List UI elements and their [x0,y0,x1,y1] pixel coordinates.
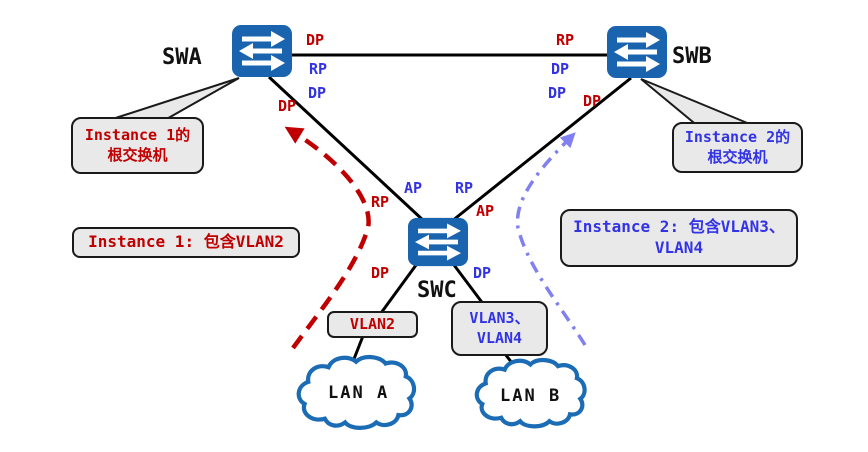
swb-label: SWB [672,44,712,69]
link-swc-vlan2 [379,260,421,314]
port-swc-right-ap-instance1: AP [476,202,495,220]
port-swc-left-rp-instance1: RP [371,193,390,211]
callout-instance2-root: Instance 2的 根交换机 [672,122,803,173]
port-swb-diag-dp-instance1: DP [583,92,602,110]
instance2-text-line1: Instance 2: 包含VLAN3、 [573,217,785,237]
swc-switch-icon [407,217,469,271]
port-swb-diag-dp-instance2: DP [548,84,567,102]
swb-switch-icon [606,25,668,83]
callout-instance1-root: Instance 1的 根交换机 [71,117,204,174]
instance2-membership-box: Instance 2: 包含VLAN3、 VLAN4 [560,209,798,267]
port-swa-diag-dp-instance1: DP [278,97,297,115]
swa-switch-icon [231,24,293,82]
link-swc-vlan34 [449,260,486,306]
swa-label: SWA [162,45,202,70]
port-swa-top-rp-instance2: RP [309,60,328,78]
port-swc-down-dp-instance2: DP [473,264,492,282]
callout-line: 根交换机 [107,145,168,164]
callout-line: Instance 2的 [684,128,791,146]
lan-a-label: LAN A [328,383,390,403]
port-swc-right-rp-instance2: RP [455,179,474,197]
instance1-path-arrow [284,126,371,350]
instance1-membership-box: Instance 1: 包含VLAN2 [72,227,300,258]
port-swb-top-rp-instance1: RP [556,31,575,49]
callout-tail-right [640,78,758,128]
port-swa-top-dp-instance1: DP [306,31,325,49]
vlan2-box: VLAN2 [327,311,418,338]
port-swa-diag-dp-instance2: DP [308,84,327,102]
instance1-text: Instance 1: 包含VLAN2 [88,232,284,252]
instance2-text-line2: VLAN4 [654,238,704,257]
link-swa-swc [267,75,426,223]
vlan2-text: VLAN2 [349,314,396,333]
vlan34-text-line1: VLAN3、 [469,309,530,327]
lan-b-label: LAN B [500,386,562,406]
callout-line: Instance 1的 [84,126,191,144]
port-swc-left-ap-instance2: AP [404,179,423,197]
port-swb-top-dp-instance2: DP [551,60,570,78]
swc-label: SWC [417,278,457,303]
port-swc-down-dp-instance1: DP [371,264,390,282]
callout-line: 根交换机 [707,147,768,166]
instance2-path-arrow [515,132,587,346]
link-swb-swc [451,76,632,223]
vlan34-box: VLAN3、 VLAN4 [451,301,548,356]
vlan34-text-line2: VLAN4 [476,328,523,347]
